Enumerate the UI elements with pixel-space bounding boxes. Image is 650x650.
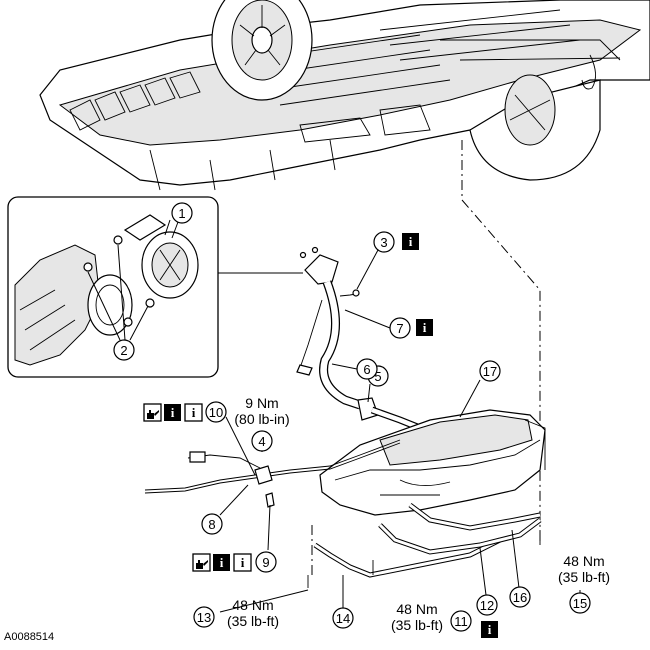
torque-spec-13: 48 Nm (35 lb-ft) bbox=[227, 597, 279, 629]
callout-2: 2 bbox=[113, 339, 135, 361]
torque-spec-4: 9 Nm (80 lb-in) bbox=[234, 395, 289, 427]
figure-reference: A0088514 bbox=[4, 631, 54, 643]
alignment-lines bbox=[311, 140, 541, 575]
callout-16: 16 bbox=[509, 586, 531, 608]
info-icon[interactable]: i bbox=[213, 554, 230, 571]
svg-text:11: 11 bbox=[454, 614, 468, 629]
svg-text:i: i bbox=[192, 405, 196, 420]
callout-11: 11 bbox=[450, 610, 472, 632]
svg-text:i: i bbox=[220, 555, 224, 570]
svg-text:4: 4 bbox=[258, 434, 265, 449]
tank-straps bbox=[307, 503, 542, 588]
spare-wheel bbox=[211, 0, 313, 101]
svg-text:7: 7 bbox=[396, 321, 403, 336]
svg-text:2: 2 bbox=[120, 343, 127, 358]
svg-text:1: 1 bbox=[178, 206, 185, 221]
info-icon[interactable]: i bbox=[184, 403, 203, 422]
svg-text:(80 lb-in): (80 lb-in) bbox=[234, 411, 289, 427]
callout-12: 12 bbox=[476, 594, 498, 616]
callout-14: 14 bbox=[332, 607, 354, 629]
svg-text:13: 13 bbox=[197, 610, 211, 625]
callout-13: 13 bbox=[193, 606, 215, 628]
torque-spec-11: 48 Nm (35 lb-ft) bbox=[391, 601, 443, 633]
svg-text:(35 lb-ft): (35 lb-ft) bbox=[391, 617, 443, 633]
fuel-lines bbox=[144, 439, 401, 508]
svg-text:(35 lb-ft): (35 lb-ft) bbox=[227, 613, 279, 629]
svg-text:i: i bbox=[409, 234, 413, 249]
callout-9: 9 bbox=[255, 551, 277, 573]
svg-text:12: 12 bbox=[480, 598, 494, 613]
svg-text:9: 9 bbox=[262, 555, 269, 570]
svg-text:5: 5 bbox=[374, 369, 381, 384]
svg-text:8: 8 bbox=[208, 517, 215, 532]
svg-text:48 Nm: 48 Nm bbox=[563, 553, 604, 569]
detail-inset bbox=[7, 196, 219, 378]
vehicle-underbody bbox=[39, 0, 650, 191]
svg-text:i: i bbox=[171, 405, 175, 420]
callout-7: 7 bbox=[389, 317, 411, 339]
svg-text:6: 6 bbox=[363, 362, 370, 377]
callout-6: 6 bbox=[356, 358, 378, 380]
callout-15: 15 bbox=[569, 592, 591, 614]
svg-text:48 Nm: 48 Nm bbox=[232, 597, 273, 613]
svg-text:16: 16 bbox=[513, 590, 527, 605]
svg-text:48 Nm: 48 Nm bbox=[396, 601, 437, 617]
svg-text:10: 10 bbox=[209, 405, 223, 420]
leader-lines bbox=[171, 221, 581, 613]
svg-text:15: 15 bbox=[573, 596, 587, 611]
callout-10: 10 bbox=[205, 401, 227, 423]
svg-text:9 Nm: 9 Nm bbox=[245, 395, 278, 411]
callout-4: 4 bbox=[251, 430, 273, 452]
info-icon[interactable]: i bbox=[233, 553, 252, 572]
lubricant-can-icon[interactable] bbox=[143, 403, 162, 422]
callout-3: 3 bbox=[373, 231, 395, 253]
svg-text:i: i bbox=[241, 555, 245, 570]
svg-text:(35 lb-ft): (35 lb-ft) bbox=[558, 569, 610, 585]
svg-text:3: 3 bbox=[380, 235, 387, 250]
svg-text:i: i bbox=[423, 320, 427, 335]
svg-text:i: i bbox=[488, 622, 492, 637]
callout-1: 1 bbox=[171, 202, 193, 224]
rear-wheel bbox=[469, 74, 601, 181]
svg-text:14: 14 bbox=[336, 611, 350, 626]
info-icon[interactable]: i bbox=[481, 621, 498, 638]
svg-text:17: 17 bbox=[483, 364, 497, 379]
lubricant-can-icon[interactable] bbox=[192, 553, 211, 572]
info-icon[interactable]: i bbox=[416, 319, 433, 336]
info-icon[interactable]: i bbox=[402, 233, 419, 250]
torque-spec-15: 48 Nm (35 lb-ft) bbox=[558, 553, 610, 585]
callout-8: 8 bbox=[201, 513, 223, 535]
fuel-tank bbox=[319, 409, 546, 516]
info-icon[interactable]: i bbox=[164, 404, 181, 421]
callout-17: 17 bbox=[479, 360, 501, 382]
